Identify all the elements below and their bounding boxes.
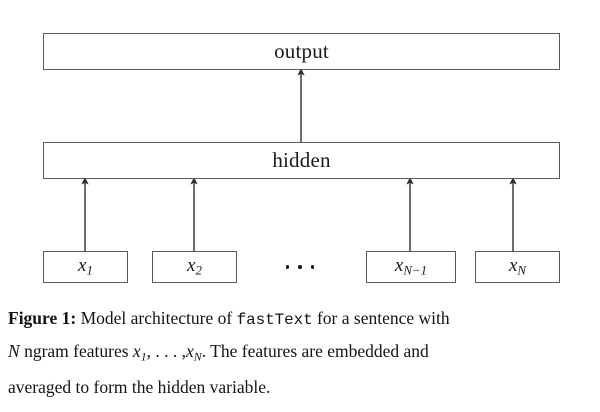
caption-text-1b: Model architecture of [80, 308, 233, 328]
input-node-x1-label: x1 [78, 255, 93, 278]
input-node-x2-label: x2 [187, 255, 202, 278]
ellipsis-dots [262, 251, 338, 283]
input-node-xn-minus-1: xN−1 [366, 251, 456, 283]
caption-line-1: Figure 1: Model architecture of fastText… [8, 303, 588, 336]
figure-caption: Figure 1: Model architecture of fastText… [8, 303, 588, 403]
caption-text-2a: ngram features [24, 341, 129, 361]
caption-math-n: N [8, 341, 20, 361]
caption-mono-term: fastText [236, 311, 313, 329]
input-node-x2: x2 [152, 251, 237, 283]
ellipsis-dot [285, 265, 290, 269]
caption-figure-label: Figure 1: [8, 308, 77, 328]
caption-math-sep: , . . . , [146, 341, 187, 361]
ellipsis-dot [298, 265, 302, 269]
output-layer-label: output [274, 39, 329, 63]
caption-math-xn: xN [186, 341, 202, 364]
output-layer-box: output [43, 33, 560, 70]
caption-line-3: averaged to form the hidden variable. [8, 377, 271, 398]
hidden-layer-label: hidden [272, 148, 331, 172]
input-node-xn-label: xN [508, 255, 527, 278]
input-node-xn-minus-1-label: xN−1 [394, 255, 428, 278]
caption-math-x1: x1 [132, 341, 147, 364]
hidden-layer-box: hidden [43, 142, 560, 179]
input-node-x1: x1 [43, 251, 128, 283]
input-node-xn: xN [475, 251, 560, 283]
caption-text-2b: . The features are embedded and [201, 341, 429, 361]
caption-text-1c: for a sentence with [316, 308, 450, 328]
figure-diagram: output hidden x1 x2 xN−1 xN [43, 33, 560, 283]
caption-line-2: N ngram features x1, . . . ,xN. The feat… [8, 336, 588, 372]
ellipsis-dot [310, 265, 315, 269]
